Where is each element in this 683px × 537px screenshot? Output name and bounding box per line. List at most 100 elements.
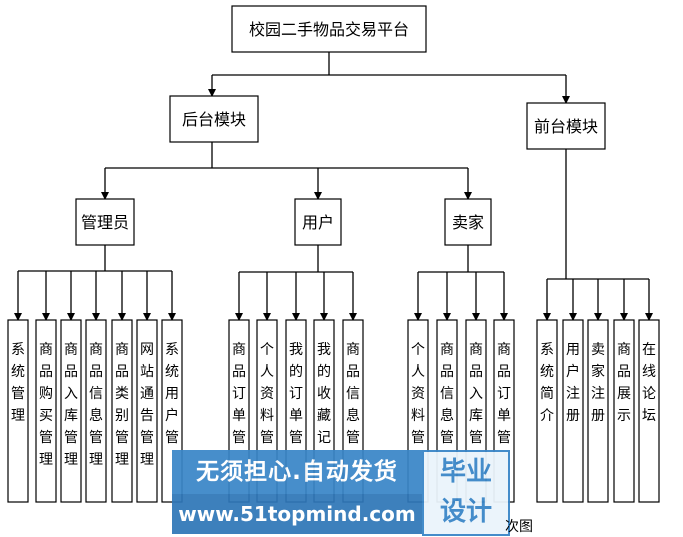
admin-leaf-2-char: 管 bbox=[64, 430, 78, 446]
seller-leaf-0-char: 料 bbox=[411, 408, 425, 424]
admin-leaf-6-char: 用 bbox=[165, 386, 179, 402]
admin-leaf-3-char: 管 bbox=[89, 430, 103, 446]
admin-leaf-4-char: 管 bbox=[115, 430, 129, 446]
admin-leaf-4-char: 商 bbox=[115, 342, 129, 358]
user-leaf-1-char: 个 bbox=[260, 342, 274, 358]
user-leaf-0-char: 管 bbox=[232, 430, 246, 446]
admin-leaf-2-char: 理 bbox=[64, 452, 78, 468]
admin-leaf-4-box bbox=[111, 319, 133, 503]
seller-leaf-0-char: 人 bbox=[411, 364, 425, 380]
admin-leaf-1-char: 管 bbox=[39, 430, 53, 446]
front-leaf-0-char: 简 bbox=[540, 385, 554, 402]
admin-leaf-6-label: 系统用户管 bbox=[165, 342, 179, 446]
admin-leaf-1-char: 买 bbox=[39, 408, 53, 424]
seller-node-label: 卖家 bbox=[452, 213, 484, 232]
front-leaf-4-char: 论 bbox=[642, 386, 656, 402]
front-leaf-2-label: 卖家注册 bbox=[591, 342, 605, 424]
admin-leaf-2-char: 库 bbox=[64, 408, 78, 424]
admin-leaf-5-char: 站 bbox=[140, 364, 154, 380]
admin-leaf-0-box bbox=[7, 319, 29, 503]
user-leaf-1-char: 料 bbox=[260, 408, 274, 424]
admin-leaf-0-label: 系统管理 bbox=[11, 342, 25, 424]
user-leaf-3-char: 收 bbox=[317, 386, 331, 402]
admin-leaf-2-char: 入 bbox=[64, 386, 78, 402]
admin-leaf-4-char: 别 bbox=[115, 408, 129, 424]
user-leaf-4-char: 息 bbox=[346, 407, 360, 424]
front-leaf-4-label: 在线论坛 bbox=[642, 342, 656, 424]
backend-module-box bbox=[169, 95, 259, 143]
user-leaf-3-char: 的 bbox=[317, 364, 331, 380]
root-node-label: 校园二手物品交易平台 bbox=[249, 20, 409, 39]
seller-leaf-2-char: 品 bbox=[469, 364, 483, 380]
user-leaf-4-char: 管 bbox=[346, 430, 360, 446]
front-leaf-1-char: 注 bbox=[566, 386, 580, 402]
user-leaf-3-char: 我 bbox=[317, 342, 331, 358]
seller-leaf-1-char: 管 bbox=[440, 430, 454, 446]
seller-leaf-1-char: 息 bbox=[440, 407, 454, 424]
admin-leaf-6-char: 统 bbox=[165, 364, 179, 380]
front-leaf-4-char: 在 bbox=[642, 342, 656, 358]
front-leaf-3-label: 商品展示 bbox=[617, 342, 631, 424]
seller-leaf-1-char: 商 bbox=[440, 342, 454, 358]
watermark-badge-line1: 毕业 bbox=[439, 457, 492, 487]
user-leaf-1-char: 人 bbox=[260, 364, 274, 380]
front-leaf-4-char: 线 bbox=[642, 364, 656, 380]
front-leaf-1-box bbox=[562, 319, 584, 503]
front-leaf-3-box bbox=[613, 319, 635, 503]
admin-leaf-5-char: 管 bbox=[140, 430, 154, 446]
seller-leaf-1-label: 商品信息管 bbox=[440, 342, 454, 446]
user-leaf-0-label: 商品订单管 bbox=[232, 342, 246, 446]
admin-leaf-6-char: 系 bbox=[165, 342, 179, 358]
frontend-module-label: 前台模块 bbox=[534, 117, 598, 136]
seller-leaf-0-label: 个人资料管 bbox=[411, 342, 425, 446]
watermark-banner: 无须担心.自动发货 www.51topmind.com 毕业 设计 bbox=[172, 450, 510, 536]
seller-leaf-3-char: 管 bbox=[497, 430, 511, 446]
user-leaf-4-char: 品 bbox=[346, 364, 360, 380]
watermark-url: www.51topmind.com bbox=[172, 494, 422, 534]
user-leaf-4-char: 商 bbox=[346, 342, 360, 358]
admin-leaf-2-label: 商品入库管理 bbox=[64, 342, 78, 468]
admin-leaf-4-label: 商品类别管理 bbox=[115, 342, 129, 468]
admin-leaf-0-char: 统 bbox=[11, 364, 25, 380]
admin-leaf-1-char: 商 bbox=[39, 342, 53, 358]
admin-leaf-6-char: 管 bbox=[165, 430, 179, 446]
admin-leaf-5-box bbox=[136, 319, 158, 503]
admin-leaf-2-char: 品 bbox=[64, 364, 78, 380]
user-leaf-3-label: 我的收藏记 bbox=[317, 342, 331, 446]
watermark-badge: 毕业 设计 bbox=[422, 450, 510, 536]
front-leaf-0-char: 系 bbox=[540, 342, 554, 358]
user-leaf-0-char: 订 bbox=[232, 386, 246, 402]
admin-leaf-5-char: 理 bbox=[140, 452, 154, 468]
admin-leaf-3-char: 品 bbox=[89, 364, 103, 380]
seller-leaf-1-char: 品 bbox=[440, 364, 454, 380]
admin-leaf-5-char: 告 bbox=[140, 408, 154, 424]
user-leaf-2-char: 我 bbox=[289, 342, 303, 358]
seller-leaf-3-label: 商品订单管 bbox=[497, 342, 511, 446]
seller-leaf-3-char: 订 bbox=[497, 386, 511, 402]
user-leaf-1-char: 资 bbox=[260, 386, 274, 402]
seller-leaf-0-char: 个 bbox=[411, 342, 425, 358]
admin-leaf-1-label: 商品购买管理 bbox=[39, 342, 53, 468]
front-leaf-0-label: 系统简介 bbox=[540, 342, 554, 424]
front-leaf-4-char: 坛 bbox=[642, 408, 656, 424]
watermark-slogan: 无须担心.自动发货 bbox=[172, 450, 422, 494]
user-leaf-3-char: 记 bbox=[317, 430, 331, 446]
front-leaf-1-char: 册 bbox=[566, 408, 580, 424]
seller-leaf-2-char: 商 bbox=[469, 342, 483, 358]
seller-leaf-2-char: 管 bbox=[469, 430, 483, 446]
admin-leaf-5-label: 网站通告管理 bbox=[140, 342, 154, 468]
admin-leaf-1-char: 购 bbox=[39, 386, 53, 402]
admin-leaf-2-box bbox=[60, 319, 82, 503]
admin-leaf-0-char: 理 bbox=[11, 408, 25, 424]
seller-leaf-1-char: 信 bbox=[440, 386, 454, 402]
front-leaf-3-char: 商 bbox=[617, 342, 631, 358]
front-leaf-2-char: 卖 bbox=[591, 342, 605, 358]
user-leaf-2-char: 单 bbox=[289, 408, 303, 424]
seller-leaf-3-char: 商 bbox=[497, 342, 511, 358]
front-leaf-3-char: 示 bbox=[617, 408, 631, 424]
front-leaf-0-char: 介 bbox=[540, 408, 554, 424]
seller-leaf-0-char: 管 bbox=[411, 430, 425, 446]
user-node-label: 用户 bbox=[302, 213, 334, 232]
admin-node-label: 管理员 bbox=[81, 213, 129, 232]
user-leaf-0-char: 品 bbox=[232, 364, 246, 380]
